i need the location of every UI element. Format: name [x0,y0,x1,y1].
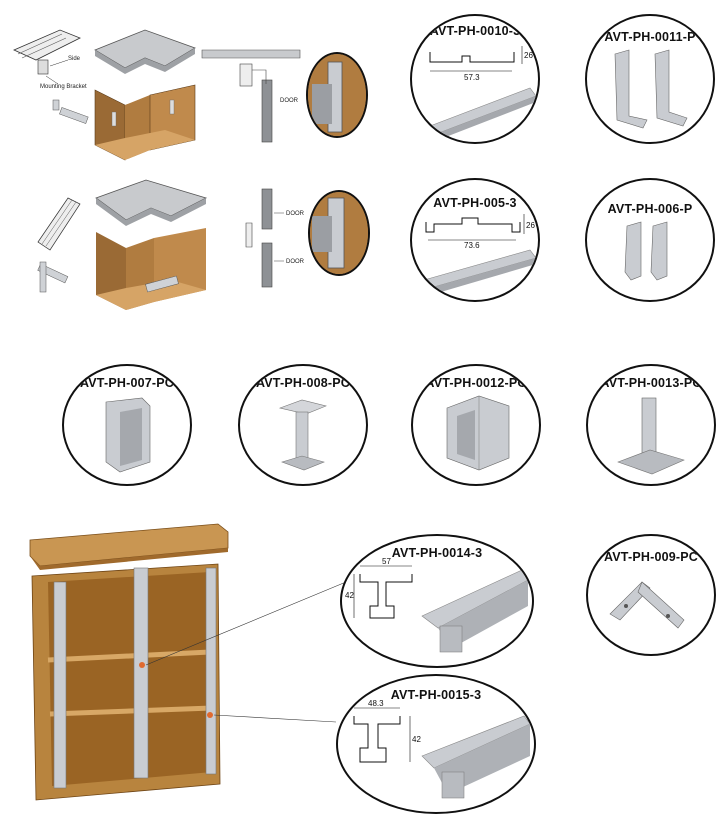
door-label-top: DOOR [286,211,305,217]
profile-detail-circle-2 [308,190,370,276]
profile-height-dim: 42 [412,735,421,744]
product-circle-avt-ph-0014-3[interactable]: AVT-PH-0014-3 57 42 [340,534,534,668]
product-circle-avt-ph-009-pc[interactable]: AVT-PH-009-PC [586,534,716,656]
profile-height-dim: 42 [345,591,354,600]
product-code: AVT-PH-0013-PC [600,376,702,390]
profile-detail-circle-1 [306,52,368,138]
product-circle-avt-ph-0011-p[interactable]: AVT-PH-0011-P [585,14,715,144]
profile-width-dim: 57 [382,557,391,566]
profile-height-dim: 26 [524,51,533,60]
rail-bracket-sketch: Side Mounting Bracket [10,20,90,100]
product-circle-avt-ph-008-pc[interactable]: AVT-PH-008-PC [238,364,368,486]
product-code: AVT-PH-0014-3 [391,546,483,560]
product-code: AVT-PH-007-PC [79,376,175,390]
rail-sketch-2 [30,192,90,262]
corner-cabinet-exploded-2 [36,179,211,315]
profile-width-dim: 48.3 [368,699,384,708]
product-code: AVT-PH-0015-3 [390,688,482,702]
product-code: AVT-PH-009-PC [603,550,699,564]
product-code: AVT-PH-006-P [607,202,693,216]
product-code: AVT-PH-0012-PC [425,376,527,390]
product-circle-avt-ph-005-3[interactable]: AVT-PH-005-3 73.6 26 [410,178,540,302]
product-circle-avt-ph-0013-pc[interactable]: AVT-PH-0013-PC [586,364,716,486]
door-label-bottom: DOOR [286,259,305,265]
profile-width-dim: 73.6 [464,241,480,250]
corner-cabinet-exploded-1 [50,29,210,165]
product-code: AVT-PH-0010-3 [429,24,521,38]
product-circle-avt-ph-006-p[interactable]: AVT-PH-006-P [585,178,715,302]
product-circle-avt-ph-0012-pc[interactable]: AVT-PH-0012-PC [411,364,541,486]
door-section-sketch-2: DOOR DOOR [232,185,312,290]
product-code: AVT-PH-008-PC [255,376,351,390]
side-label: Side [68,56,81,62]
profile-height-dim: 26 [526,221,535,230]
profile-width-dim: 57.3 [464,73,480,82]
wooden-cabinet-illustration [28,522,347,807]
product-circle-avt-ph-0010-3[interactable]: AVT-PH-0010-3 57.3 26 [410,14,540,144]
product-circle-avt-ph-0015-3[interactable]: AVT-PH-0015-3 48.3 42 [336,674,536,814]
bracket-label: Mounting Bracket [40,84,87,90]
product-code: AVT-PH-0011-P [604,30,696,44]
door-section-sketch-1: DOOR [200,40,310,145]
door-label-1: DOOR [280,98,299,104]
product-circle-avt-ph-007-pc[interactable]: AVT-PH-007-PC [62,364,192,486]
product-code: AVT-PH-005-3 [433,196,517,210]
